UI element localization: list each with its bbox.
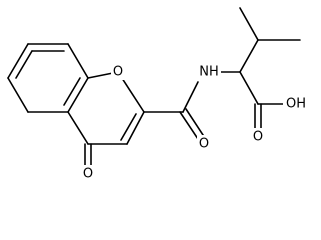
atom-labels: O O O NH OH O [81,63,309,182]
bond [67,43,89,79]
double-bond-inner [15,50,33,79]
valine-residue [239,7,301,131]
pyranone-ring [67,71,145,167]
bond [182,81,199,113]
molecule-structure-diagram: O O O NH OH O [7,7,309,182]
bond [7,43,29,79]
label-bg [283,95,309,112]
acid-hydroxyl-label: OH [286,97,306,112]
amide-double-bond [179,111,201,143]
benzene-ring [7,43,89,113]
bond [126,111,145,145]
bond [239,71,259,105]
acid-carbonyl-oxygen-label: O [253,130,263,145]
label-bg [81,165,96,182]
amide-group [143,71,241,143]
bond [7,77,29,113]
bond [239,7,259,41]
bond [67,77,89,113]
amide-double-bond [185,108,206,139]
ketone-oxygen-label: O [83,167,93,182]
ring-oxygen-label: O [113,65,123,80]
double-bond-inner [63,77,81,106]
label-bg [251,128,266,145]
bond [67,111,89,145]
amide-oxygen-label: O [199,137,209,152]
double-bond-inner [120,113,137,141]
bond [239,39,259,73]
label-bg [197,135,212,152]
label-bg [197,63,221,80]
amide-nitrogen-label: NH [199,65,219,80]
label-bg [111,63,126,80]
